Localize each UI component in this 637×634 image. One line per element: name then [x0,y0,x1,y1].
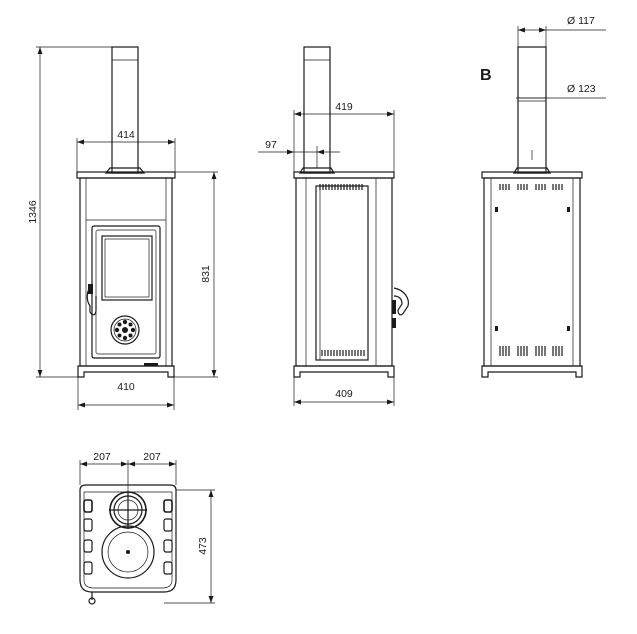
dim-plan-left-half: 207 [93,451,111,463]
side-top-vents [319,184,363,190]
rear-top-vents [499,184,563,190]
side-body [295,177,393,367]
side-view: 419 97 409 [258,46,409,406]
dim-flue-collar-diameter: Ø 123 [567,83,596,95]
dim-top-width-front: 414 [117,129,135,141]
dim-base-width-front: 410 [117,381,135,393]
plan-hotplate [101,525,155,579]
plan-view: 207 207 473 [79,451,215,605]
side-panel [315,185,369,361]
plan-outline [79,484,177,593]
side-bottom-vents [321,350,365,356]
front-base [77,365,175,378]
side-door-handle [393,287,409,316]
dim-flue-outer-diameter: Ø 117 [567,15,595,27]
side-base [293,365,395,378]
plan-left-vents [83,499,93,575]
dim-flue-offset: 97 [265,139,277,151]
plan-right-vents [163,499,173,575]
rear-base [481,365,583,378]
front-view: 414 410 1346 831 [27,46,218,410]
view-label-b: B [480,67,492,84]
dim-side-base-depth: 409 [335,388,353,400]
plan-flue-outlet [109,491,147,529]
rear-view-b: B [480,15,606,378]
front-air-control-knob [110,315,140,345]
dim-plan-depth: 473 [197,537,209,555]
rear-bottom-vents [499,346,563,356]
front-door-handle [86,285,97,316]
dim-side-top-depth: 419 [335,101,353,113]
dim-plan-right-half: 207 [143,451,161,463]
front-glass [101,235,153,301]
rear-body [483,177,581,367]
front-flue-pipe [111,46,139,174]
dim-body-height: 831 [200,265,212,283]
dim-overall-height: 1346 [27,200,39,224]
